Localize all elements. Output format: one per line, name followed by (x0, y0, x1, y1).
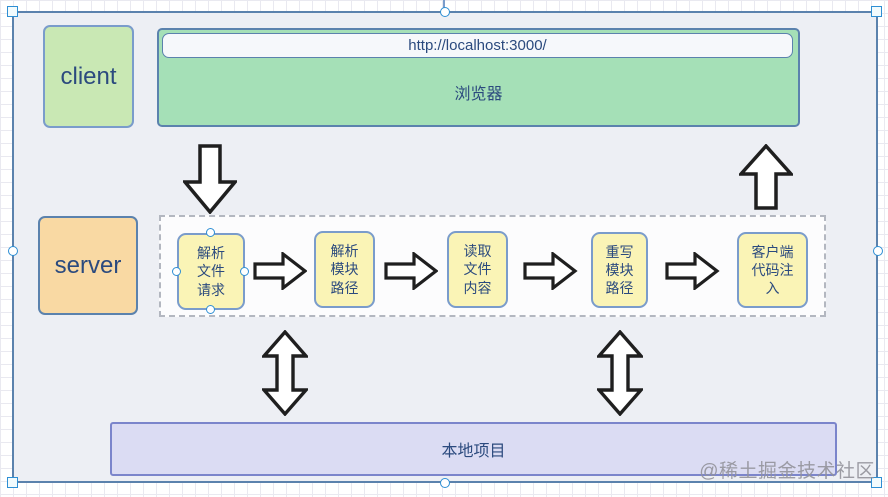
local-project-label: 本地项目 (441, 443, 506, 460)
flow-arrow-4-icon[interactable] (663, 252, 721, 290)
node-handle-right[interactable] (240, 267, 249, 276)
resize-handle-bottom-center[interactable] (440, 478, 450, 488)
sync-arrow-right-icon[interactable] (597, 330, 643, 416)
up-arrow-icon[interactable] (739, 144, 793, 210)
step-parse-file-request[interactable]: 解析 文件 请求 (177, 233, 245, 310)
client-node[interactable]: client (43, 25, 134, 128)
resize-handle-middle-right[interactable] (873, 246, 883, 256)
client-label: client (60, 62, 117, 90)
step-read-file-content[interactable]: 读取 文件 内容 (447, 231, 508, 308)
server-label: server (54, 251, 122, 279)
flow-arrow-3-icon[interactable] (521, 252, 579, 290)
server-node[interactable]: server (38, 216, 138, 315)
local-project-node[interactable]: 本地项目 (110, 422, 837, 476)
url-text: http://localhost:3000/ (408, 37, 547, 54)
resize-handle-middle-left[interactable] (8, 246, 18, 256)
resize-handle-bottom-left[interactable] (7, 477, 18, 488)
browser-label: 浏览器 (454, 86, 503, 103)
step-rewrite-module-path[interactable]: 重写 模块 路径 (591, 232, 648, 308)
resize-handle-top-right[interactable] (871, 6, 882, 17)
node-handle-top[interactable] (206, 228, 215, 237)
resize-handle-top-center[interactable] (440, 7, 450, 17)
down-arrow-icon[interactable] (183, 144, 237, 214)
resize-handle-bottom-right[interactable] (871, 477, 882, 488)
rotation-handle-stem (443, 0, 445, 9)
step-client-code-inject[interactable]: 客户端 代码注 入 (737, 232, 808, 308)
sync-arrow-left-icon[interactable] (262, 330, 308, 416)
flow-arrow-2-icon[interactable] (384, 252, 438, 290)
flow-arrow-1-icon[interactable] (253, 252, 307, 290)
node-handle-left[interactable] (172, 267, 181, 276)
url-bar[interactable]: http://localhost:3000/ (162, 33, 793, 58)
resize-handle-top-left[interactable] (7, 6, 18, 17)
step-resolve-module-path[interactable]: 解析 模块 路径 (314, 231, 375, 308)
watermark: @稀土掘金技术社区 (699, 461, 875, 482)
node-handle-bottom[interactable] (206, 305, 215, 314)
browser-node[interactable]: http://localhost:3000/ 浏览器 (157, 28, 800, 127)
